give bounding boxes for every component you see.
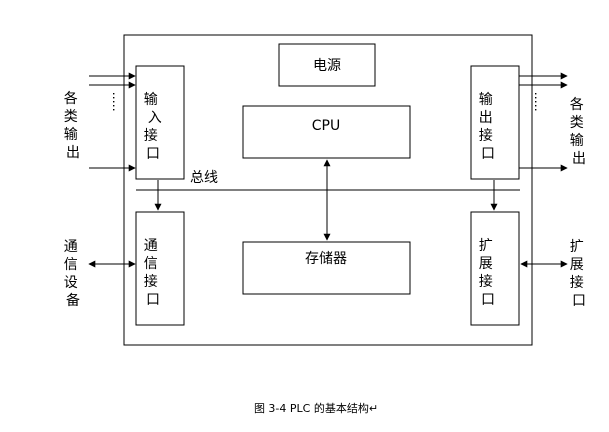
right-top-label: 各 类 输 出: [570, 97, 588, 167]
right-bottom-label: 扩 展 接 口: [570, 239, 588, 309]
expansion-interface-box: [470, 211, 520, 326]
output-interface-box: [470, 65, 520, 180]
comm-interface-box: [135, 211, 185, 326]
output-interface-label: 输 出 接 口: [479, 92, 497, 162]
output-ellipsis: [535, 93, 537, 111]
input-interface-label: 输 入 接 口: [144, 92, 166, 162]
left-bottom-label: 通 信 设 备: [64, 239, 82, 309]
left-top-label: 各 类 输 出: [64, 91, 82, 161]
cpu-box: [242, 105, 411, 159]
power-box: [278, 43, 376, 87]
power-label: 电源: [313, 58, 341, 74]
cpu-label: CPU: [312, 118, 340, 134]
expansion-interface-label: 扩 展 接 口: [479, 238, 497, 308]
memory-label: 存储器: [305, 251, 347, 267]
input-interface-box: [135, 65, 185, 180]
figure-caption: 图 3-4 PLC 的基本结构↵: [254, 401, 378, 415]
bus-label: 总线: [190, 170, 218, 186]
input-ellipsis: [113, 93, 115, 111]
comm-interface-label: 通 信 接 口: [144, 238, 162, 308]
memory-box: [242, 241, 411, 295]
